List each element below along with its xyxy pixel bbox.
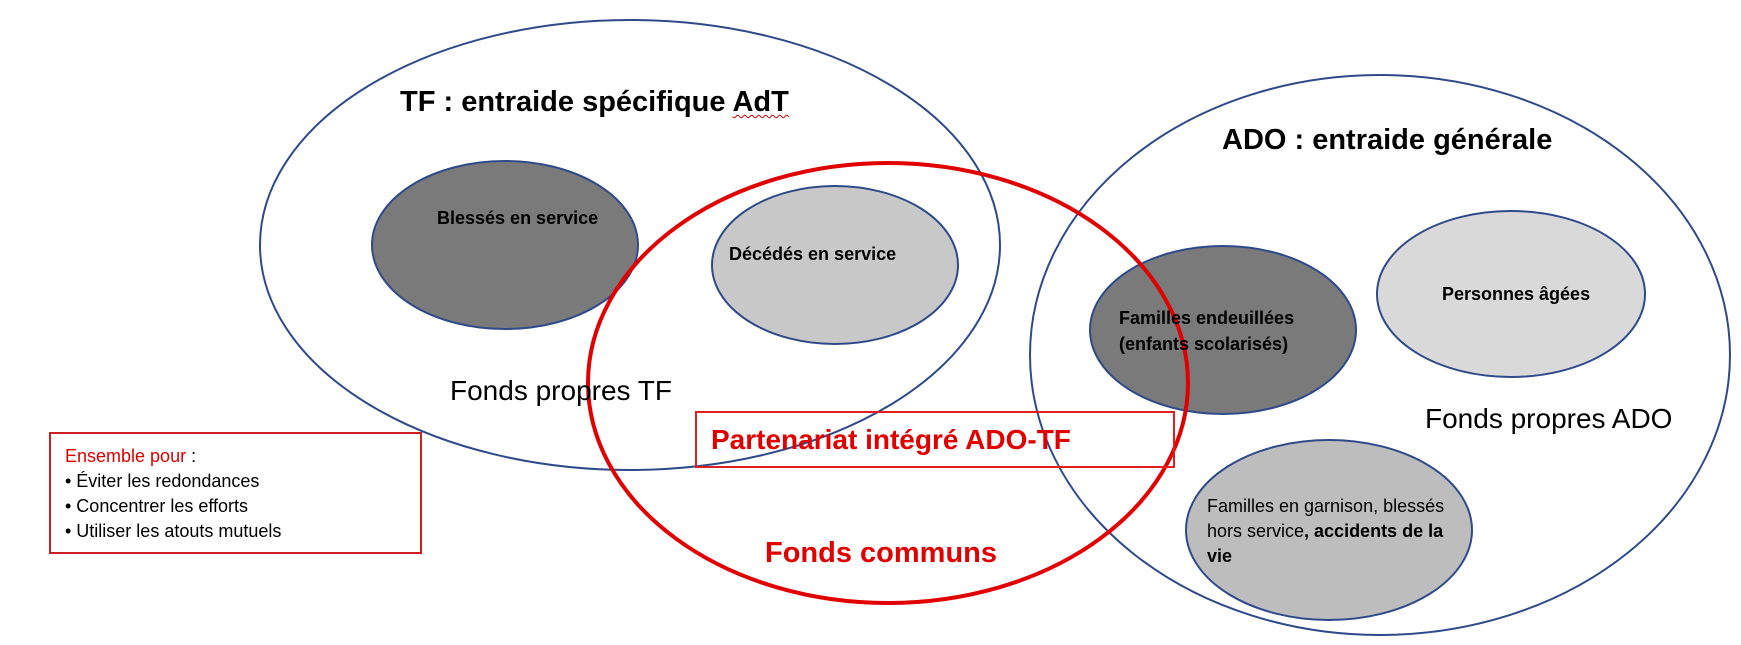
common-funds-ellipse: [586, 161, 1190, 605]
familles-endeuillees-label: Familles endeuillées (enfants scolarisés…: [1119, 305, 1294, 357]
personnes-agees-ellipse: [1376, 210, 1646, 378]
legend-item: • Utiliser les atouts mutuels: [65, 521, 282, 541]
tf-title-prefix: TF : entraide spécifique: [400, 86, 733, 118]
garnison-line3-bold: vie: [1207, 546, 1233, 566]
blesses-ellipse: [371, 160, 639, 330]
garnison-line2-bold: , accidents de la: [1304, 521, 1444, 541]
decedes-ellipse: [711, 185, 959, 345]
legend-box: Ensemble pour : • Éviter les redondances…: [49, 432, 422, 554]
ado-title: ADO : entraide générale: [1222, 124, 1553, 156]
ado-ellipse: [1029, 74, 1731, 636]
tf-title: TF : entraide spécifique AdT: [400, 86, 789, 119]
garnison-line1: Familles en garnison, blessés: [1207, 496, 1445, 516]
decedes-label: Décédés en service: [729, 244, 897, 264]
blesses-label: Blessés en service: [437, 208, 599, 228]
partnership-label: Partenariat intégré ADO-TF: [711, 424, 1071, 455]
common-funds-label: Fonds communs: [765, 537, 998, 569]
ado-funds-label: Fonds propres ADO: [1425, 403, 1673, 434]
familles-endeuillees-line2: (enfants scolarisés): [1119, 334, 1289, 354]
tf-title-suffix: AdT: [732, 86, 789, 118]
partnership-box: Partenariat intégré ADO-TF: [695, 411, 1175, 468]
legend-lead: Ensemble pour: [65, 446, 187, 466]
tf-ellipse: [259, 19, 1001, 471]
tf-funds-label: Fonds propres TF: [450, 375, 673, 406]
familles-garnison-ellipse: [1185, 439, 1473, 621]
familles-garnison-label: Familles en garnison, blessés hors servi…: [1207, 494, 1444, 569]
legend-item: • Éviter les redondances: [65, 471, 260, 491]
legend-item: • Concentrer les efforts: [65, 496, 249, 516]
personnes-agees-label: Personnes âgées: [1442, 284, 1591, 304]
garnison-line2-plain: hors service: [1207, 521, 1305, 541]
familles-endeuillees-line1: Familles endeuillées: [1119, 308, 1295, 328]
legend-colon: :: [186, 446, 197, 466]
